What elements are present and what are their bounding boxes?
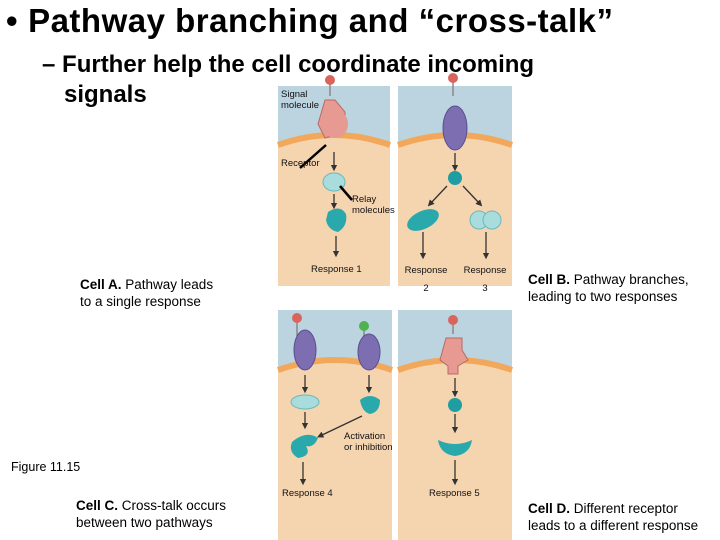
receptor-pointer	[299, 144, 327, 169]
relay-molecule-c2	[360, 396, 380, 414]
signal-molecule-c2	[359, 321, 369, 331]
relay-pointer	[339, 185, 353, 201]
label-response-4: Response 4	[282, 488, 333, 499]
receptor-a-body	[322, 110, 348, 138]
relay-molecule-c3	[290, 434, 318, 458]
receptor-c2	[357, 333, 381, 371]
receptor-b	[442, 105, 468, 151]
receptor-d	[439, 337, 469, 375]
label-receptor: Receptor	[281, 158, 320, 169]
caption-cell-a: Cell A. Pathway leads to a single respon…	[80, 277, 214, 309]
label-response-5: Response 5	[429, 488, 480, 499]
caption-cell-d: Cell D. Different receptor leads to a di…	[528, 501, 699, 533]
relay-molecule-b1	[448, 171, 462, 185]
label-response-1: Response 1	[311, 264, 362, 275]
subtitle-line1: Further help the cell coordinate incomin…	[62, 51, 535, 78]
caption-cell-b: Cell B. Pathway branches, leading to two…	[528, 272, 689, 304]
slide-subtitle: – Further help the cell coordinate incom…	[42, 50, 662, 110]
signal-molecule-d	[448, 315, 458, 325]
signal-molecule-b	[448, 73, 458, 83]
relay-molecule-b3b	[482, 210, 502, 230]
title-text: Pathway branching and “cross-talk”	[28, 2, 614, 39]
relay-molecule-b2	[407, 209, 439, 231]
subtitle-line2: signals	[64, 81, 147, 108]
relay-molecule-d1	[448, 398, 462, 412]
title-bullet: •	[6, 2, 19, 39]
caption-cell-c: Cell C. Cross-talk occurs between two pa…	[76, 498, 227, 530]
figure-label: Figure 11.15	[11, 460, 81, 474]
relay-molecule-c1	[290, 394, 320, 410]
signal-molecule-c1	[292, 313, 302, 323]
signal-molecule-a	[325, 75, 335, 85]
relay-molecule-d2	[438, 440, 472, 456]
slide-title: •Pathway branching and “cross-talk”	[6, 2, 614, 40]
receptor-c1	[293, 329, 317, 371]
subtitle-dash: –	[42, 51, 56, 78]
relay-molecule-a2	[326, 208, 347, 232]
